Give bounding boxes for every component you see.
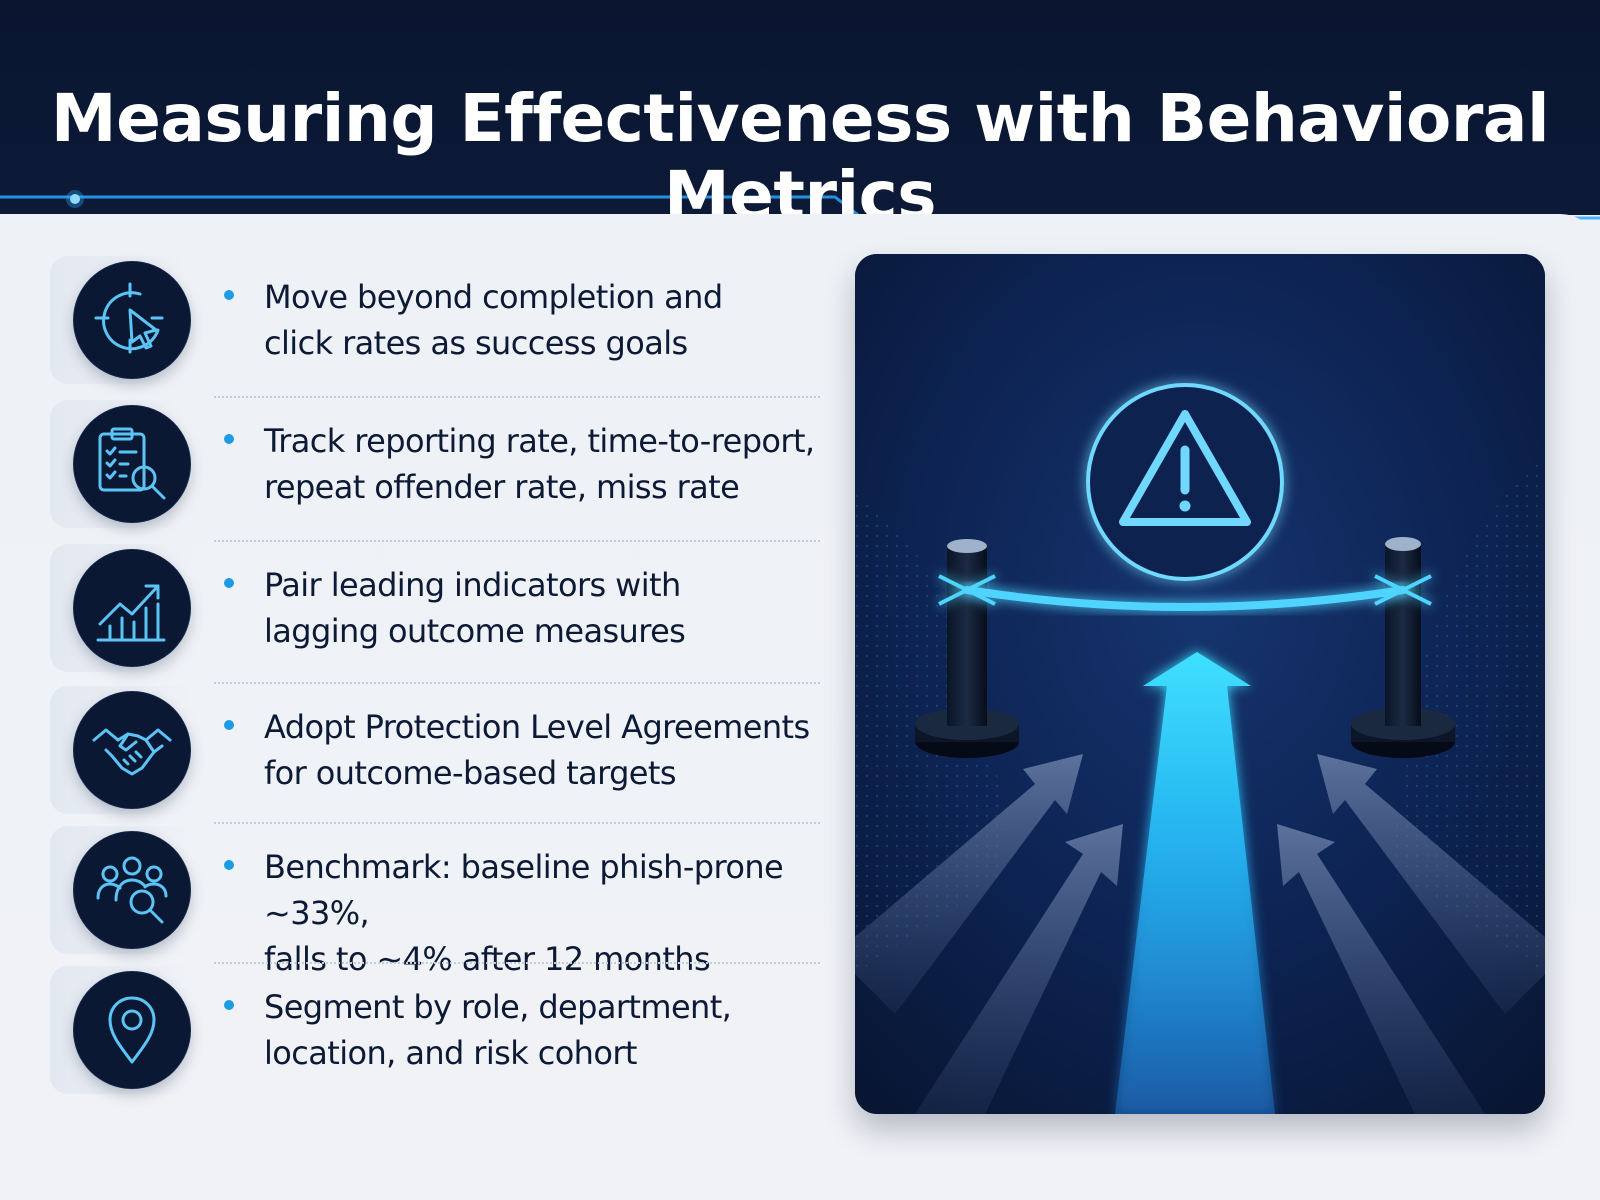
icon-badge bbox=[74, 692, 190, 808]
side-arrow-left-lower bbox=[915, 824, 1123, 1114]
icon-badge bbox=[74, 972, 190, 1088]
bullet-dot bbox=[224, 860, 234, 870]
item-line: location, and risk cohort bbox=[264, 1034, 637, 1072]
item-text: Track reporting rate, time-to-report, re… bbox=[264, 418, 824, 510]
item-line: Move beyond completion and bbox=[264, 278, 723, 316]
side-arrow-right-lower bbox=[1277, 824, 1485, 1114]
item-line: Segment by role, department, bbox=[264, 988, 732, 1026]
divider bbox=[214, 682, 820, 684]
item-line: for outcome-based targets bbox=[264, 754, 677, 792]
bullet-dot bbox=[224, 1000, 234, 1010]
item-line: repeat offender rate, miss rate bbox=[264, 468, 740, 506]
item-text: Segment by role, department, location, a… bbox=[264, 984, 824, 1076]
divider bbox=[214, 962, 820, 964]
rope-knot-right bbox=[1374, 574, 1432, 606]
right-bollard bbox=[1351, 537, 1455, 758]
list-item: Move beyond completion and click rates a… bbox=[50, 256, 820, 384]
item-line: Track reporting rate, time-to-report, bbox=[264, 422, 815, 460]
location-pin-icon bbox=[108, 996, 156, 1064]
barrier-illustration bbox=[855, 254, 1545, 1114]
bullet-dot bbox=[224, 434, 234, 444]
people-search-icon bbox=[96, 856, 168, 924]
item-line: lagging outcome measures bbox=[264, 612, 686, 650]
bullet-dot bbox=[224, 720, 234, 730]
item-line: Pair leading indicators with bbox=[264, 566, 681, 604]
header-band bbox=[0, 0, 1600, 215]
clipboard-search-icon bbox=[98, 427, 166, 500]
rope-knot-left bbox=[938, 574, 996, 606]
list-item: Pair leading indicators with lagging out… bbox=[50, 544, 820, 672]
illustration-panel bbox=[855, 254, 1545, 1114]
side-arrow-left-upper bbox=[855, 754, 1083, 1014]
item-line: Benchmark: baseline phish-prone ~33%, bbox=[264, 848, 784, 932]
warning-triangle-icon bbox=[1086, 383, 1284, 581]
icon-badge bbox=[74, 262, 190, 378]
list-item: Segment by role, department, location, a… bbox=[50, 966, 820, 1094]
list-item: Track reporting rate, time-to-report, re… bbox=[50, 400, 820, 528]
list-item: Adopt Protection Level Agreements for ou… bbox=[50, 686, 820, 814]
item-text: Move beyond completion and click rates a… bbox=[264, 274, 824, 366]
handshake-icon bbox=[92, 728, 172, 776]
bullet-dot bbox=[224, 290, 234, 300]
icon-badge bbox=[74, 832, 190, 948]
icon-badge bbox=[74, 406, 190, 522]
bullet-dot bbox=[224, 578, 234, 588]
item-text: Benchmark: baseline phish-prone ~33%, fa… bbox=[264, 844, 824, 982]
divider bbox=[214, 540, 820, 542]
page-title: Measuring Effectiveness with Behavioral … bbox=[50, 80, 1550, 234]
item-line: click rates as success goals bbox=[264, 324, 688, 362]
icon-badge bbox=[74, 550, 190, 666]
item-text: Pair leading indicators with lagging out… bbox=[264, 562, 824, 654]
list-item: Benchmark: baseline phish-prone ~33%, fa… bbox=[50, 826, 820, 978]
growth-chart-icon bbox=[96, 584, 166, 642]
item-text: Adopt Protection Level Agreements for ou… bbox=[264, 704, 824, 796]
barrier-rope bbox=[963, 586, 1407, 611]
item-line: Adopt Protection Level Agreements bbox=[264, 708, 810, 746]
side-arrow-right-upper bbox=[1317, 754, 1545, 1014]
target-cursor-icon bbox=[94, 282, 164, 354]
divider bbox=[214, 822, 820, 824]
left-bollard bbox=[915, 539, 1019, 758]
item-line: falls to ~4% after 12 months bbox=[264, 940, 711, 978]
divider bbox=[214, 396, 820, 398]
main-arrow bbox=[1115, 652, 1275, 1114]
